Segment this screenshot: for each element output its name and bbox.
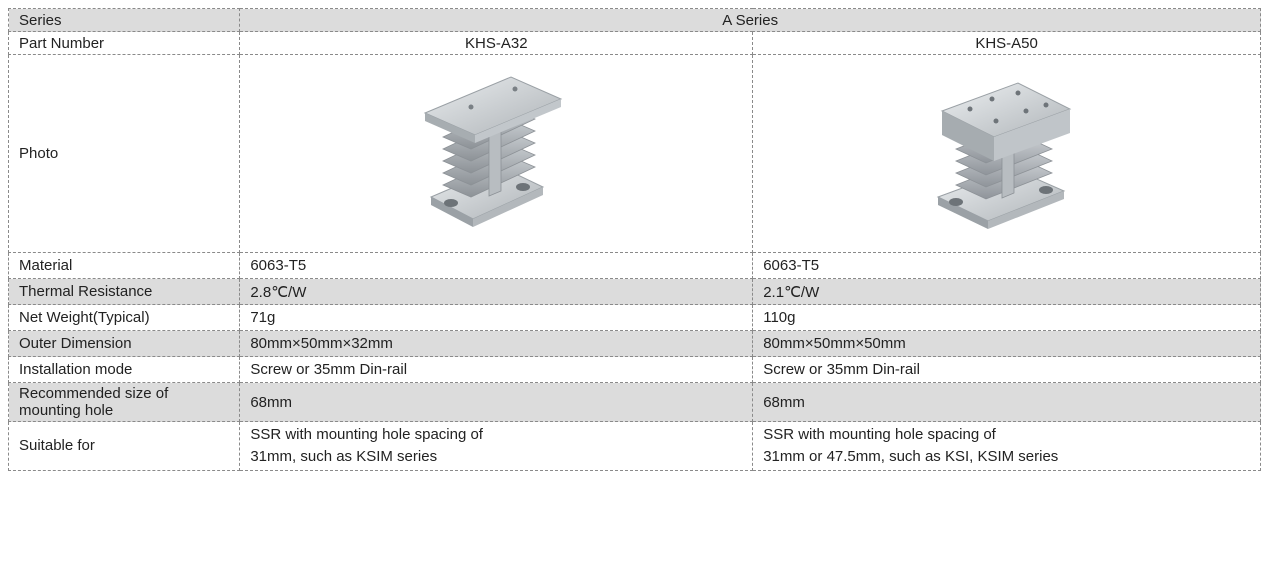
weight-a: 71g: [239, 304, 754, 331]
photo-cell-a: [239, 54, 754, 253]
dimension-label: Outer Dimension: [7, 330, 241, 357]
suitable-a-line2: 31mm, such as KSIM series: [250, 448, 438, 465]
row-mounting-hole: Recommended size of mounting hole 68mm 6…: [7, 382, 1261, 422]
suitable-b: SSR with mounting hole spacing of 31mm o…: [752, 421, 1261, 471]
row-material: Material 6063-T5 6063-T5: [7, 252, 1261, 279]
weight-b: 110g: [752, 304, 1261, 331]
material-b: 6063-T5: [752, 252, 1261, 279]
spec-table: Series A Series Part Number KHS-A32 KHS-…: [7, 8, 1261, 471]
thermal-b: 2.1℃/W: [752, 278, 1261, 305]
row-installation-mode: Installation mode Screw or 35mm Din-rail…: [7, 356, 1261, 383]
part-number-b: KHS-A50: [752, 31, 1261, 55]
suitable-b-line2: 31mm or 47.5mm, such as KSI, KSIM series: [763, 448, 1059, 465]
thermal-a: 2.8℃/W: [239, 278, 754, 305]
series-value: A Series: [239, 8, 1261, 32]
suitable-a-line1: SSR with mounting hole spacing of: [250, 426, 483, 443]
suitable-label: Suitable for: [7, 421, 241, 471]
installation-a: Screw or 35mm Din-rail: [239, 356, 754, 383]
part-number-a: KHS-A32: [239, 31, 754, 55]
heatsink-a50-image: [936, 81, 1071, 229]
mounting-hole-label: Recommended size of mounting hole: [7, 382, 241, 422]
material-a: 6063-T5: [239, 252, 754, 279]
thermal-label: Thermal Resistance: [7, 278, 241, 305]
suitable-a: SSR with mounting hole spacing of 31mm, …: [239, 421, 754, 471]
photo-cell-b: [752, 54, 1261, 253]
weight-label: Net Weight(Typical): [7, 304, 241, 331]
installation-label: Installation mode: [7, 356, 241, 383]
row-suitable-for: Suitable for SSR with mounting hole spac…: [7, 421, 1261, 471]
row-photo: Photo: [7, 54, 1261, 253]
material-label: Material: [7, 252, 241, 279]
mounting-hole-label-line1: Recommended size of: [19, 385, 169, 402]
mounting-hole-b: 68mm: [752, 382, 1261, 422]
part-number-label: Part Number: [7, 31, 241, 55]
row-outer-dimension: Outer Dimension 80mm×50mm×32mm 80mm×50mm…: [7, 330, 1261, 357]
row-thermal-resistance: Thermal Resistance 2.8℃/W 2.1℃/W: [7, 278, 1261, 305]
series-label: Series: [7, 8, 241, 32]
mounting-hole-a: 68mm: [239, 382, 754, 422]
dimension-b: 80mm×50mm×50mm: [752, 330, 1261, 357]
suitable-b-line1: SSR with mounting hole spacing of: [763, 426, 996, 443]
photo-label: Photo: [7, 54, 241, 253]
row-series: Series A Series: [7, 8, 1261, 32]
dimension-a: 80mm×50mm×32mm: [239, 330, 754, 357]
heatsink-a32-image: [424, 75, 563, 227]
row-part-number: Part Number KHS-A32 KHS-A50: [7, 31, 1261, 55]
installation-b: Screw or 35mm Din-rail: [752, 356, 1261, 383]
row-net-weight: Net Weight(Typical) 71g 110g: [7, 304, 1261, 331]
mounting-hole-label-line2: mounting hole: [19, 402, 114, 419]
